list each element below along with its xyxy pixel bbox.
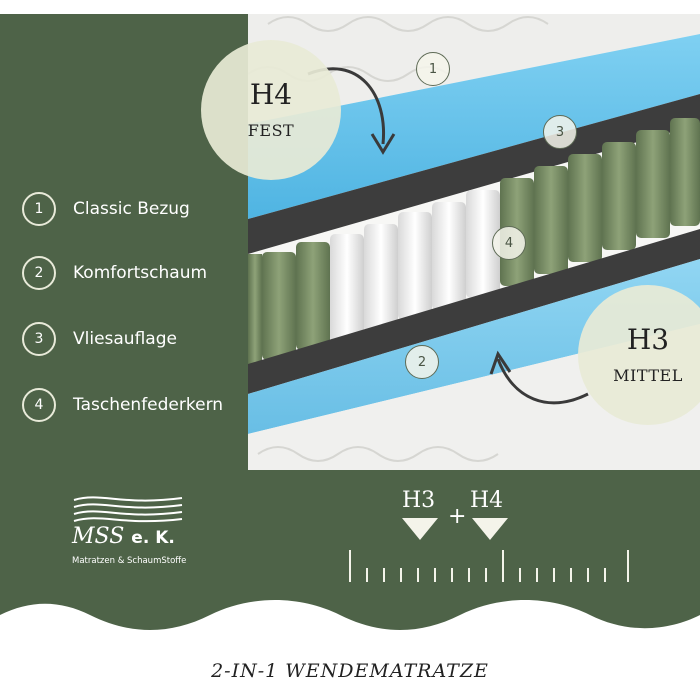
marker-right-icon [472,518,508,540]
scale-label-right: H4 [470,488,504,513]
legend-number: 4 [22,388,56,422]
legend-item: 3 Vliesauflage [22,320,242,358]
firmness-desc: MITTEL [613,365,683,385]
callout-1: 1 [416,52,450,86]
callout-4: 4 [492,226,526,260]
product-title: 2-IN-1 WENDEMATRATZE [211,660,489,682]
brand-logo: MSS e. K. Matratzen & SchaumStoffe [72,492,192,572]
callout-2: 2 [405,345,439,379]
legend-label: Vliesauflage [73,329,177,349]
logo-name: MSS [72,524,125,549]
callout-3: 3 [543,115,577,149]
logo-suffix: e. K. [131,528,175,548]
firmness-badge-bottom: H3 MITTEL [578,285,700,425]
wavy-edge [0,600,700,660]
scale-label-left: H3 [402,488,436,513]
legend-label: Classic Bezug [73,199,190,219]
legend-item: 1 Classic Bezug [22,190,242,228]
logo-wordmark: MSS e. K. [72,524,175,549]
legend-number: 1 [22,192,56,226]
firmness-grade: H3 [626,322,670,356]
pocket-springs [248,118,700,364]
firmness-desc: FEST [247,120,295,140]
firmness-grade: H4 [249,77,293,111]
mattress-cross-section [248,14,700,470]
legend-number: 2 [22,256,56,290]
legend-label: Taschenfederkern [73,395,224,415]
mattress-illustration [248,14,700,470]
legend-number: 3 [22,322,56,356]
legend-item: 2 Komfortschaum [22,254,242,292]
logo-tagline: Matratzen & SchaumStoffe [72,556,187,566]
scale-ticks [349,518,629,582]
wave-logo-icon [73,496,183,523]
scale-plus: + [448,504,467,529]
firmness-scale: H3 + H4 [340,484,640,584]
marker-left-icon [402,518,438,540]
legend-item: 4 Taschenfederkern [22,386,242,424]
legend-label: Komfortschaum [73,263,208,283]
firmness-badge-top: H4 FEST [201,40,341,180]
